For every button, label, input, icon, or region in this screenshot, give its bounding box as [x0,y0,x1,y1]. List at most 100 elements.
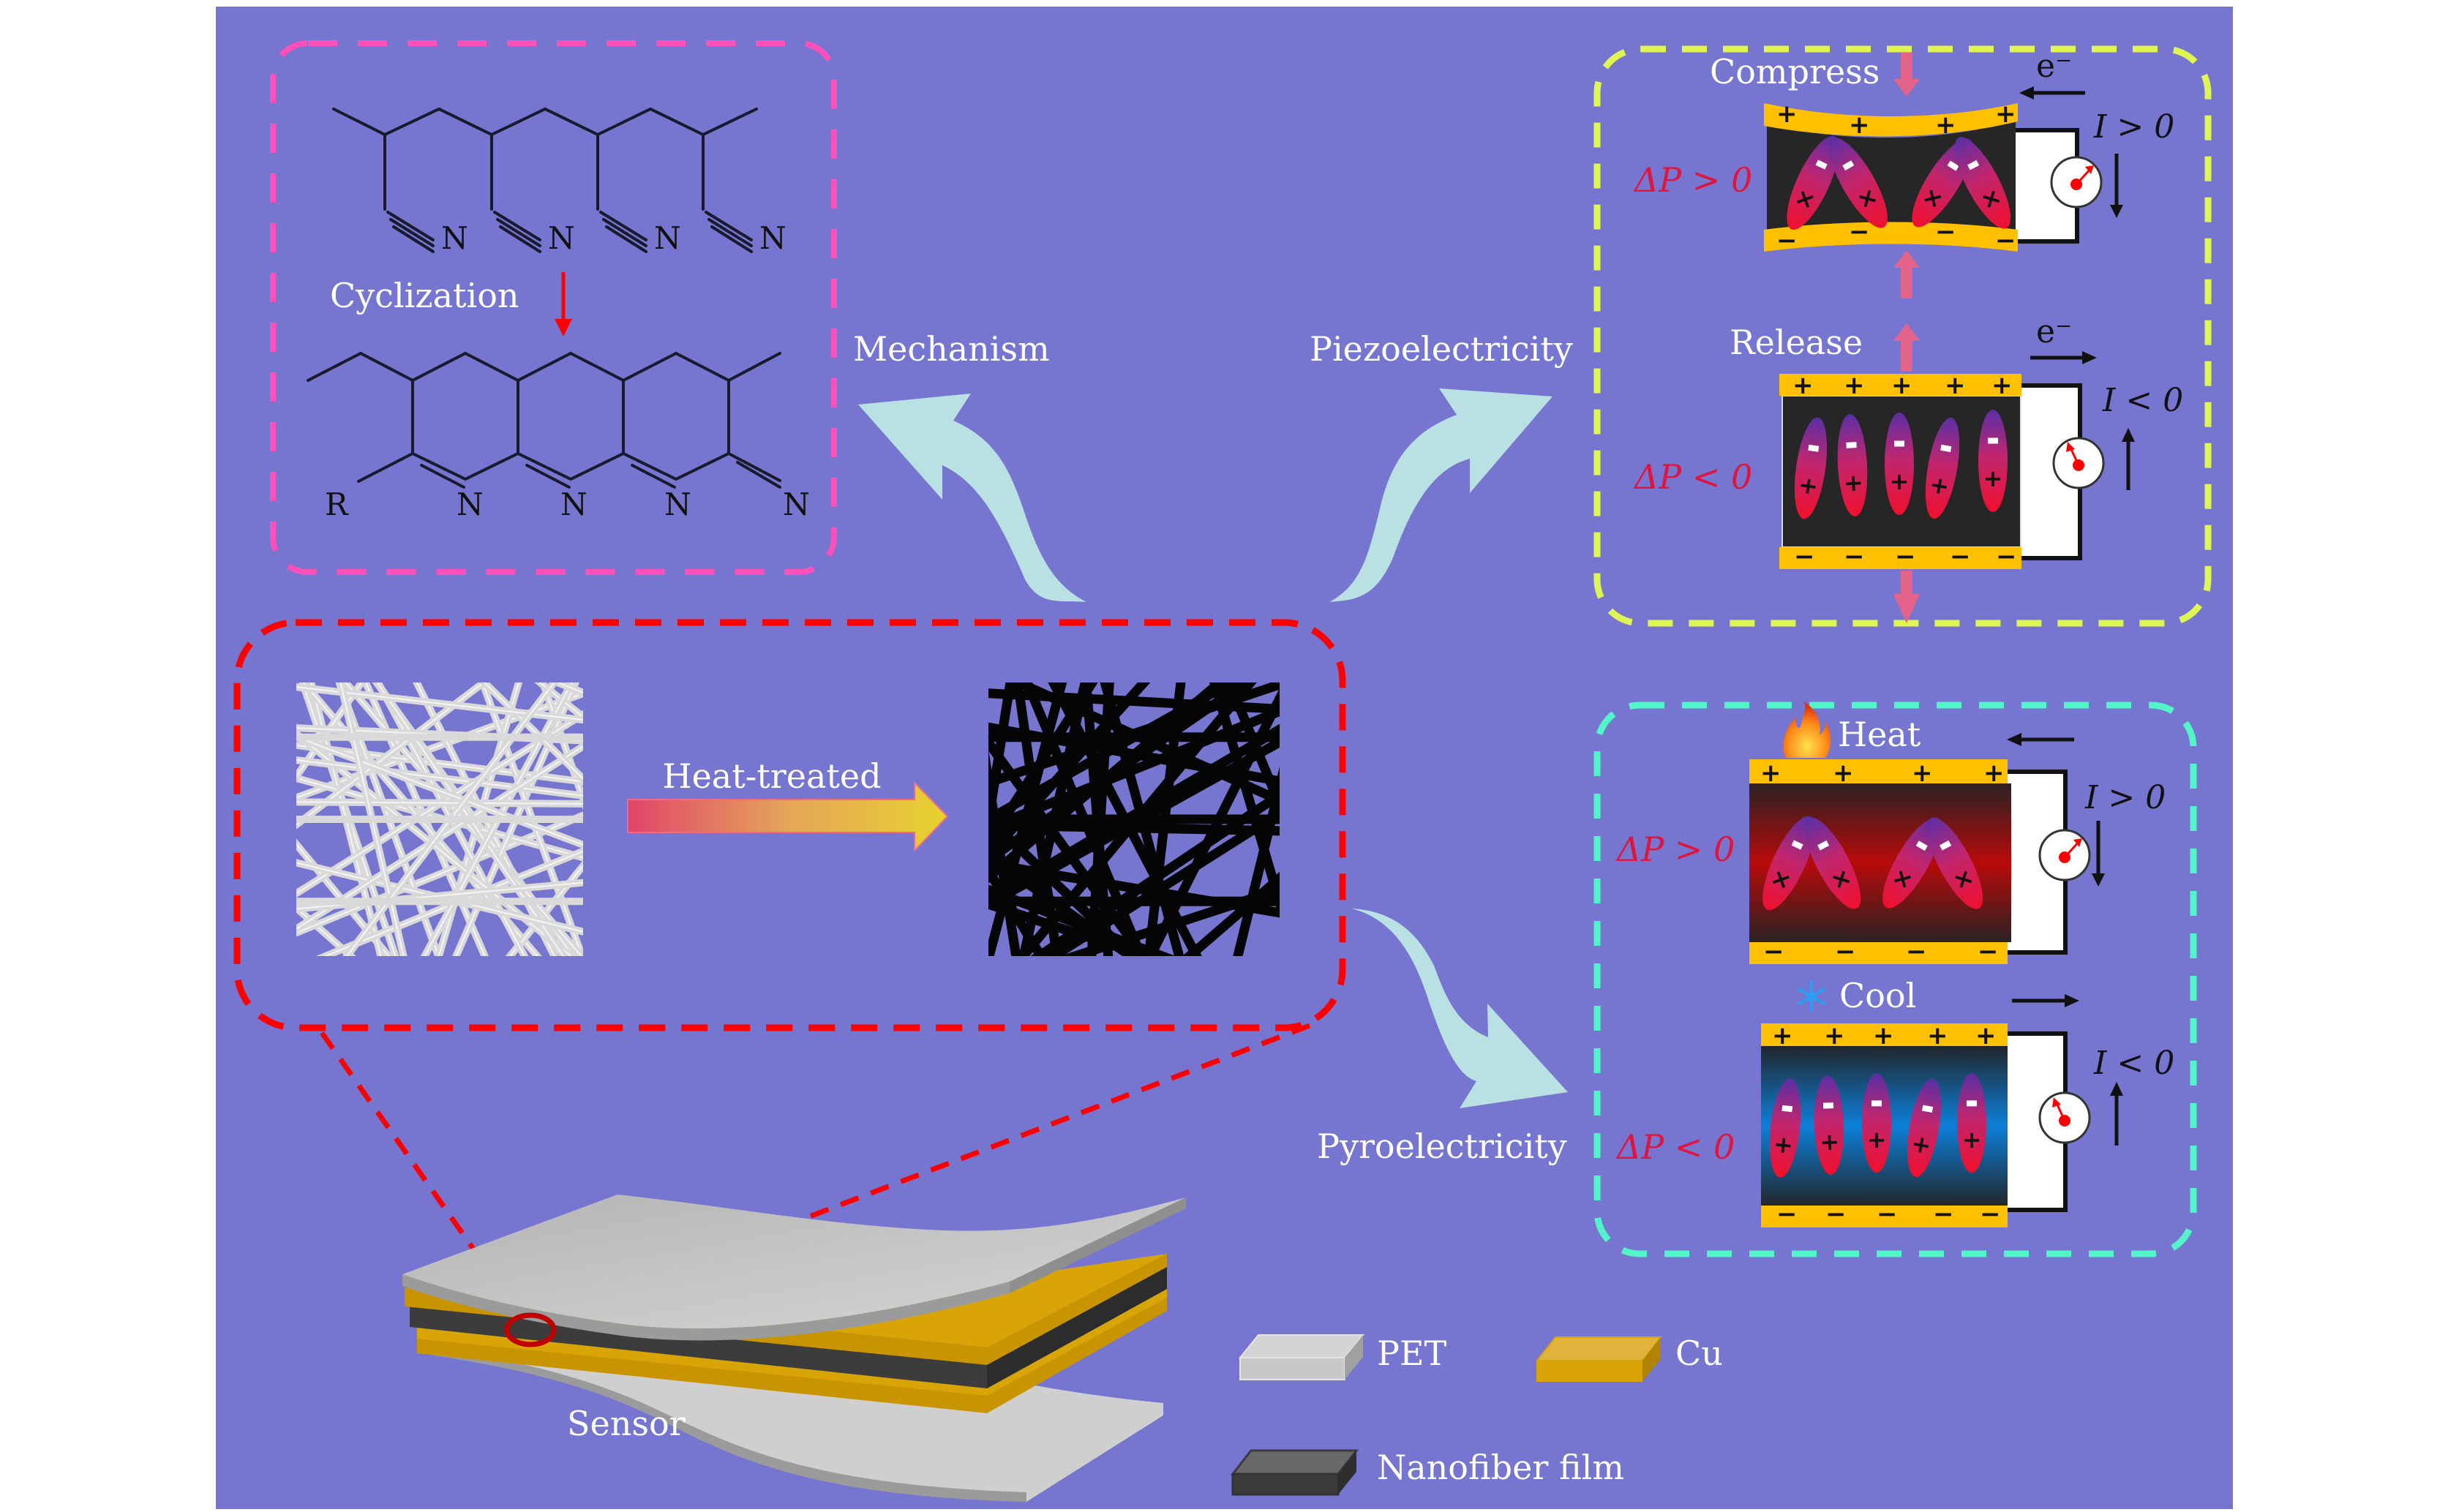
bottom-charge-signs: − − − − [1776,217,2016,255]
legend-label: Nanofiber film [1377,1448,1624,1487]
pyro-panel: Heat ×××× + + + + − − − − [1593,701,2197,1257]
svg-text:+: + [1772,1130,1795,1160]
svg-text:+: + [1820,1128,1840,1156]
fiber-box-border [233,619,1346,1031]
svg-text:+: + [1843,468,1864,497]
fiber-strand [1209,682,1280,919]
fiber-strand-highlight [296,906,352,956]
charge-sign: + [1792,371,1814,400]
fiber-strand-highlight [345,682,582,956]
atom-label: N [664,486,691,522]
charge-sign: + [1975,1021,1997,1050]
top-charge-signs: + + + + + [1772,1021,1997,1050]
charge-sign: + [1927,1021,1948,1050]
fiber-panel: Heat-treated [233,619,1346,1031]
sensor-label: Sensor [567,1404,686,1443]
dipole: × [1762,816,1815,911]
fiber-strand [1013,682,1062,956]
atom-label: N [654,220,681,256]
charge-sign: + [1945,371,1966,400]
electron-label: e⁻ [2036,48,2072,85]
fiber-strand [1224,682,1280,818]
heat-dipoles: ×××× [1762,816,1983,911]
svg-text:+: + [1797,470,1820,500]
charge-sign: + [1991,371,2013,400]
bottom-charge-signs: − − − − [1763,937,1999,966]
bottom-electrode [1764,222,2018,252]
charge-sign: − [1849,217,1870,247]
top-charge-signs: + + + + [1760,759,2005,788]
fiber-strand-highlight [310,682,382,956]
dipole: + [1862,1073,1891,1173]
ammeter-icon [2038,1091,2091,1144]
fiber-strand-highlight [555,682,583,693]
legend-item-pet: PET [1238,1334,1447,1380]
charge-sign: − [1978,937,1999,966]
bottom-electrode [1779,547,2021,569]
charge-sign: + [1776,99,1798,129]
release-dipoles: +++++ [1794,410,2008,519]
dipole: × [1804,817,1861,909]
fiber-strand-highlight [296,777,583,859]
compress-state: Compress ×××× + + + + − − − [1633,48,2174,255]
legend-label: Cu [1675,1334,1723,1373]
charge-sign: − [1950,542,1971,571]
legend-item-cu: Cu [1535,1334,1723,1382]
dipole: + [1885,413,1914,515]
charge-sign: − [1906,937,1927,966]
electron-label: e⁻ [2036,313,2072,350]
fiber-strand [1182,871,1280,956]
heat-state: Heat ×××× + + + + − − − − [1615,701,2166,966]
compress-dipoles: ×××× [1787,135,2011,230]
fiber-strand-highlight [339,682,405,956]
snowflake-icon [1798,980,1825,1012]
fiber-strand-highlight [377,682,526,956]
atom-label: N [783,486,810,522]
fiber-strand-highlight [296,814,583,934]
current-down-arrow [2110,154,2123,218]
fiber-strand [988,688,1280,714]
charge-sign: − [1844,542,1865,571]
top-electrode [1749,759,2008,783]
svg-text:+: + [1983,464,2003,492]
delta-p-label: ΔP < 0 [1633,457,1752,497]
fiber-strand [1059,884,1280,956]
pyro-box-border [1593,702,2197,1257]
release-force-arrows [1893,250,1920,623]
top-electrode [1764,103,2018,137]
fiber-strand [988,748,1021,956]
fiber-strand [1045,807,1280,956]
top-charge-signs: + + + + [1776,99,2016,140]
release-state: Release +++++ + + + + + − − − − − [1633,313,2183,571]
mechanism-panel: N N N N Cyclization R N N N N [270,40,837,575]
release-label: Release [1730,323,1863,362]
cool-label: Cool [1839,976,1916,1015]
pyroelectricity-label: Pyroelectricity [1317,1127,1567,1166]
cool-state: Cool +++++ + + + + + − − − − − [1615,976,2174,1229]
pyro-flow-arrow [1351,909,1568,1108]
dipole: + [1837,414,1868,516]
fiber-strand-highlight [455,682,577,956]
delta-p-label: ΔP < 0 [1615,1127,1735,1167]
fiber-strand-highlight [323,850,583,956]
charge-sign: + [1849,110,1870,140]
dipole: + [1957,1073,1986,1173]
svg-text:+: + [1962,1126,1982,1154]
fiber-strand [1086,682,1114,956]
fiber-strand [988,734,1149,956]
top-electrode [1761,1023,2008,1046]
charge-sign: + [1995,99,2016,129]
ammeter-icon [2052,437,2105,489]
delta-p-label: ΔP > 0 [1615,830,1735,869]
charge-sign: + [1833,759,1854,788]
legend-item-nanofiber: Nanofiber film [1230,1448,1624,1496]
nitrile-triple-bonds [386,211,753,253]
charge-sign: − [1877,1200,1898,1229]
charge-sign: + [1935,110,1956,140]
heat-treatment-arrow [627,781,949,853]
atom-label: N [548,220,575,256]
atom-label: N [457,486,484,522]
charge-sign: − [1763,937,1784,966]
mechanism-label: Mechanism [853,329,1050,369]
current-up-arrow [2122,428,2135,490]
